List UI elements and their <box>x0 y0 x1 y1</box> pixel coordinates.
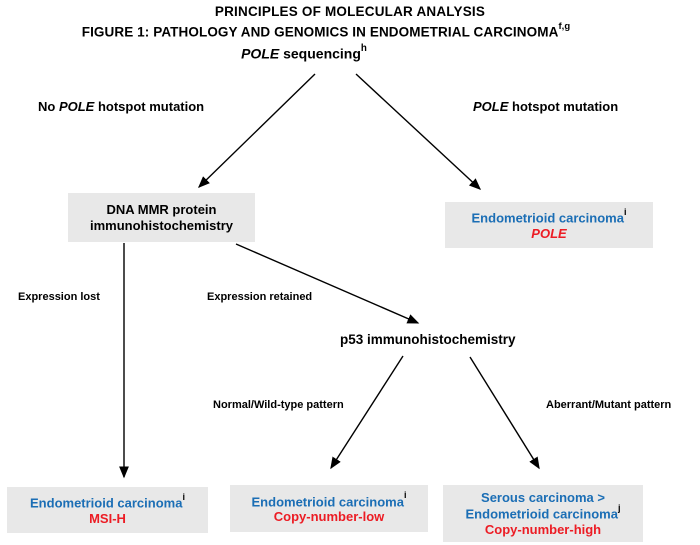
endometrioid-pole-node: Endometrioid carcinomai POLE <box>445 202 653 248</box>
expression-lost-text: Expression lost <box>18 291 100 303</box>
pole-result-footnote: i <box>623 206 627 217</box>
pole-hotspot-suffix: hotspot mutation <box>508 99 619 114</box>
mmr-node-line1: DNA MMR protein <box>106 202 217 218</box>
edge-label-aberrant-mutant: Aberrant/Mutant pattern <box>546 399 671 411</box>
pole-hotspot-gene: POLE <box>473 99 509 114</box>
expression-retained-text: Expression retained <box>207 291 313 303</box>
cn-high-result-name: Endometrioid carcinoma <box>465 506 618 522</box>
arrow-seq-to-mmr <box>197 73 316 188</box>
copy-number-low-node: Endometrioid carcinomai Copy-number-low <box>230 485 428 532</box>
figure-title-text: FIGURE 1: PATHOLOGY AND GENOMICS IN ENDO… <box>81 24 559 40</box>
arrow-mmr-to-p53 <box>235 243 420 324</box>
no-pole-prefix: No <box>38 99 59 114</box>
edge-label-pole-hotspot: POLE hotspot mutation <box>473 99 618 114</box>
page-title: PRINCIPLES OF MOLECULAR ANALYSIS <box>0 4 700 19</box>
cn-high-result-line1: Serous carcinoma > <box>481 489 605 505</box>
cn-low-result-name: Endometrioid carcinoma <box>251 493 404 509</box>
p53-node-text: p53 immunohistochemistry <box>340 332 516 347</box>
p53-ihc-node: p53 immunohistochemistry <box>340 332 516 347</box>
pole-result-subtype: POLE <box>531 225 567 241</box>
sequencing-label: sequencing <box>279 45 361 62</box>
mmr-node-line2: immunohistochemistry <box>89 217 234 233</box>
arrow-p53-to-cn-low <box>330 355 404 470</box>
figure-title: FIGURE 1: PATHOLOGY AND GENOMICS IN ENDO… <box>0 20 652 40</box>
no-pole-gene: POLE <box>58 99 95 114</box>
cn-high-result-footnote: j <box>617 502 621 513</box>
arrow-p53-to-cn-high <box>469 356 540 470</box>
pole-gene-label: POLE <box>241 45 280 62</box>
mmr-ihc-node: DNA MMR protein immunohistochemistry <box>68 193 255 242</box>
msi-result-footnote: i <box>182 491 185 502</box>
msi-result-subtype: MSI-H <box>89 510 126 526</box>
msi-result-name: Endometrioid carcinoma <box>30 495 183 511</box>
cn-high-result-subtype: Copy-number-high <box>484 521 602 537</box>
no-pole-suffix: hotspot mutation <box>94 99 205 114</box>
page-title-text: PRINCIPLES OF MOLECULAR ANALYSIS <box>214 4 486 19</box>
copy-number-high-node: Serous carcinoma > Endometrioid carcinom… <box>443 485 643 542</box>
pole-sequencing-node: POLE sequencingh <box>0 42 608 62</box>
edge-label-normal-wildtype: Normal/Wild-type pattern <box>213 399 344 411</box>
normal-pattern-text: Normal/Wild-type pattern <box>213 399 344 411</box>
pole-result-name: Endometrioid carcinoma <box>471 210 624 226</box>
edge-label-no-pole-hotspot: No POLE hotspot mutation <box>38 99 204 114</box>
edge-label-expression-retained: Expression retained <box>207 291 312 303</box>
edge-label-expression-lost: Expression lost <box>18 291 100 303</box>
arrow-seq-to-pole-result <box>355 73 482 190</box>
figure-title-footnote: f,g <box>558 20 571 32</box>
msi-h-node: Endometrioid carcinomai MSI-H <box>7 487 208 533</box>
sequencing-footnote: h <box>360 42 367 54</box>
aberrant-pattern-text: Aberrant/Mutant pattern <box>546 399 672 411</box>
cn-low-result-subtype: Copy-number-low <box>273 509 385 525</box>
cn-low-result-footnote: i <box>403 490 407 501</box>
